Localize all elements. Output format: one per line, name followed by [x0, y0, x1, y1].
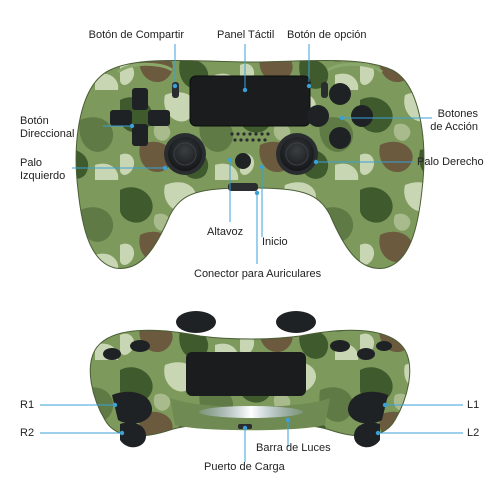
leader-dots [112, 83, 388, 436]
label-home: Inicio [262, 236, 288, 248]
triangle-icon[interactable] [329, 83, 351, 105]
cross-icon[interactable] [329, 127, 351, 149]
label-action-buttons: Botones de Acción [430, 108, 478, 133]
speaker-grille [230, 132, 270, 142]
headphone-jack [228, 183, 258, 191]
label-share-button: Botón de Compartir [88, 29, 184, 41]
label-headphone-jack: Conector para Auriculares [194, 268, 322, 280]
label-light-bar: Barra de Luces [256, 442, 331, 454]
label-l2: L2 [467, 427, 480, 439]
options-button[interactable] [321, 82, 328, 98]
controller-front-view [89, 311, 411, 448]
square-icon[interactable] [307, 105, 329, 127]
label-left-stick: Palo Izquierdo [20, 157, 66, 182]
r-triggers[interactable] [112, 391, 153, 448]
left-stick[interactable] [164, 133, 206, 175]
leader-lines [40, 44, 463, 462]
light-bar [199, 406, 303, 418]
touchpad-icon[interactable] [189, 75, 311, 127]
label-dpad: Botón Direccional [20, 115, 75, 140]
label-touch-panel: Panel Táctil [217, 29, 275, 41]
label-r2: R2 [20, 427, 35, 439]
action-buttons [307, 83, 373, 149]
right-stick[interactable] [276, 133, 318, 175]
label-l1: L1 [467, 399, 480, 411]
controller-top-view [75, 59, 425, 269]
dpad-icon[interactable] [110, 88, 170, 146]
label-charging-port: Puerto de Carga [204, 461, 285, 473]
label-speaker: Altavoz [207, 226, 244, 238]
circle-icon[interactable] [351, 105, 373, 127]
label-right-stick: Palo Derecho [417, 156, 484, 168]
label-r1: R1 [20, 399, 35, 411]
l-triggers[interactable] [347, 391, 388, 448]
label-options-button: Botón de opción [287, 29, 367, 41]
ps-home-icon[interactable] [235, 153, 251, 169]
